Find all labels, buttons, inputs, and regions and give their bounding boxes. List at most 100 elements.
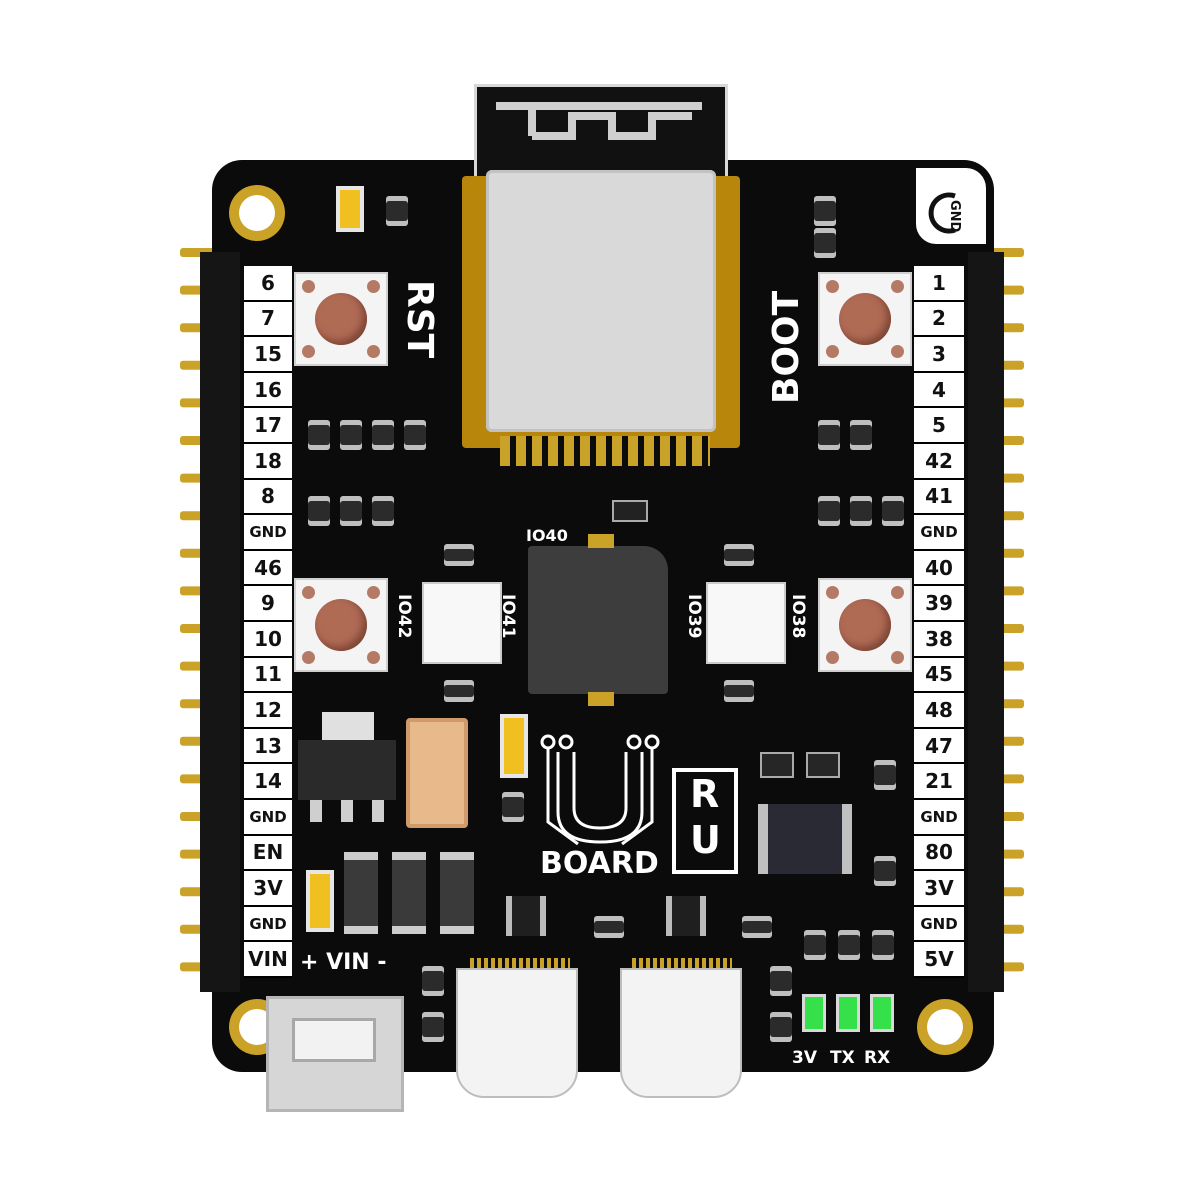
right-pin-label: 80 — [914, 835, 964, 872]
board-label: BOARD — [540, 846, 659, 881]
left-pin-label: 14 — [244, 764, 292, 800]
smd-r11 — [850, 496, 872, 526]
left-pin-label: GND — [244, 906, 292, 943]
smd-r4 — [404, 420, 426, 450]
mount-hole-top-left — [229, 185, 285, 241]
esp32-bottom-pins — [500, 436, 710, 466]
smd-r22 — [874, 856, 896, 886]
capacitor-yellow-top — [336, 186, 364, 232]
rst-button[interactable] — [294, 272, 388, 366]
boot-button-cap — [839, 293, 891, 345]
voltage-regulator-legs — [310, 800, 384, 822]
right-pin-label: 5 — [914, 408, 964, 444]
right-pin-label: 38 — [914, 622, 964, 658]
mount-hole-bottom-right — [917, 999, 973, 1055]
right-header-housing — [968, 252, 1004, 992]
io38-button[interactable] — [818, 578, 912, 672]
left-header-housing — [200, 252, 240, 992]
capacitor-yellow-bottom — [306, 870, 334, 932]
smd-r15 — [814, 228, 836, 258]
led-3v-label: 3V — [792, 1048, 817, 1068]
gnd-corner-label: GND — [947, 200, 962, 233]
led-3v — [802, 994, 826, 1032]
smd-r13 — [386, 196, 408, 226]
right-pin-label: 21 — [914, 764, 964, 800]
voltage-regulator — [298, 740, 396, 800]
capacitor-tantalum — [406, 718, 468, 828]
antenna-trace-icon — [496, 102, 702, 140]
smd-r21 — [874, 760, 896, 790]
right-pin-label: 42 — [914, 444, 964, 480]
rgb-led-io39 — [706, 582, 786, 664]
led-tx — [836, 994, 860, 1032]
io40-label: IO40 — [526, 526, 568, 545]
left-pin-label: GND — [244, 515, 292, 551]
ru-logo-frame — [672, 768, 738, 874]
left-pin-label: 17 — [244, 408, 292, 444]
ic-sot6-left — [506, 896, 546, 936]
left-pin-label: 3V — [244, 871, 292, 907]
esp32-shield-can — [486, 170, 716, 432]
left-pin-label: 9 — [244, 586, 292, 622]
right-pin-label: 40 — [914, 550, 964, 587]
logo-u: U — [690, 818, 721, 862]
left-pin-label: 18 — [244, 444, 292, 480]
rst-button-cap — [315, 293, 367, 345]
smd-r16 — [444, 544, 474, 566]
io42-button-cap — [315, 599, 367, 651]
io42-button[interactable] — [294, 578, 388, 672]
transistor-sot23 — [612, 500, 648, 522]
ic-sot6-right — [666, 896, 706, 936]
u-board-logo-icon — [540, 734, 660, 846]
smd-r18 — [444, 680, 474, 702]
smd-r28 — [770, 1012, 792, 1042]
smd-r27 — [770, 966, 792, 996]
left-pin-label: 15 — [244, 337, 292, 373]
led-rx — [870, 994, 894, 1032]
led-tx-label: TX — [830, 1048, 855, 1068]
left-pin-label: 11 — [244, 657, 292, 694]
left-pin-label: 8 — [244, 479, 292, 516]
right-pin-label: 45 — [914, 657, 964, 694]
io42-label: IO42 — [394, 594, 414, 639]
diode-sma-3 — [440, 852, 474, 934]
right-pin-label: 3 — [914, 337, 964, 373]
usb-c-port-right[interactable] — [620, 968, 742, 1098]
logo-r: R — [690, 772, 720, 816]
smd-r30 — [838, 930, 860, 960]
right-pin-label: GND — [914, 906, 964, 943]
smd-r20 — [502, 792, 524, 822]
smd-r8 — [818, 420, 840, 450]
smd-r12 — [882, 496, 904, 526]
transistor-2 — [806, 752, 840, 778]
jst-power-connector[interactable] — [266, 996, 404, 1112]
smd-r5 — [308, 496, 330, 526]
left-pin-label: VIN — [244, 942, 292, 978]
left-pin-label: 12 — [244, 693, 292, 729]
gnd-corner-arc-icon — [928, 192, 956, 234]
right-pin-label: GND — [914, 800, 964, 836]
left-pin-label: EN — [244, 835, 292, 872]
left-pin-label: 16 — [244, 372, 292, 409]
left-pin-label: 6 — [244, 266, 292, 302]
boot-button[interactable] — [818, 272, 912, 366]
buzzer — [528, 546, 668, 694]
transistor-1 — [760, 752, 794, 778]
led-rx-label: RX — [864, 1048, 891, 1068]
left-pin-label: 10 — [244, 622, 292, 658]
usb-c-port-left[interactable] — [456, 968, 578, 1098]
left-pin-label: 7 — [244, 301, 292, 338]
io38-button-cap — [839, 599, 891, 651]
boot-label: BOOT — [766, 290, 807, 404]
smd-r25 — [422, 966, 444, 996]
capacitor-yellow-mid — [500, 714, 528, 778]
smd-r26 — [422, 1012, 444, 1042]
smd-r3 — [372, 420, 394, 450]
diode-sma-1 — [344, 852, 378, 934]
left-pin-label: 13 — [244, 728, 292, 765]
smd-r2 — [340, 420, 362, 450]
rst-label: RST — [399, 280, 440, 359]
right-pin-label: 39 — [914, 586, 964, 622]
smd-r6 — [340, 496, 362, 526]
smd-r24 — [742, 916, 772, 938]
